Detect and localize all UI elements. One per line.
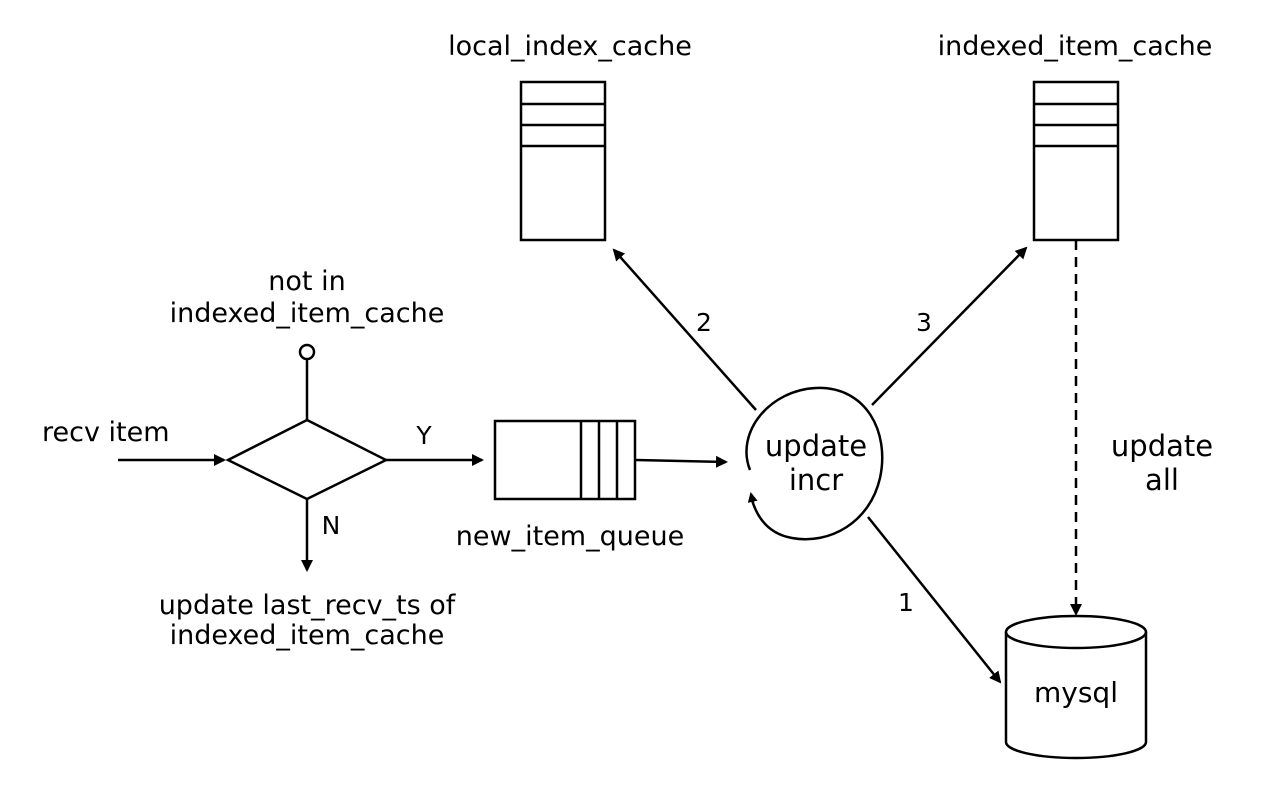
condition-label-line1: not in: [268, 266, 345, 297]
local-index-cache-label: local_index_cache: [448, 31, 692, 62]
step-2-arrow: [612, 248, 757, 411]
no-branch-label-line1: update last_recv_ts of: [159, 590, 457, 621]
new-item-queue-node: new_item_queue: [456, 419, 684, 552]
no-label: N: [322, 511, 341, 540]
condition-port-icon: [298, 343, 316, 361]
step-3-arrow: [871, 246, 1028, 406]
update-incr-label-line2: incr: [789, 463, 843, 497]
indexed-item-cache-label: indexed_item_cache: [938, 31, 1213, 62]
step-1-arrow: [867, 516, 1002, 684]
local-index-cache-node: local_index_cache: [448, 31, 692, 242]
decision-node: not in indexed_item_cache: [170, 266, 445, 501]
step-2-label: 2: [696, 308, 712, 337]
decision-diamond-icon: [225, 418, 389, 501]
new-item-queue-label: new_item_queue: [456, 521, 684, 552]
cache-stack-icon: [519, 80, 607, 242]
condition-label-line2: indexed_item_cache: [170, 298, 445, 329]
mysql-node: mysql: [1004, 614, 1148, 760]
loop-arrowhead: [747, 492, 758, 504]
database-cylinder-icon: [1004, 614, 1148, 760]
queue-icon: [493, 419, 637, 501]
indexed-item-cache-node: indexed_item_cache: [938, 31, 1213, 242]
update-incr-node: update incr: [745, 386, 884, 541]
cache-stack-icon: [1032, 80, 1120, 242]
update-all-label-line2: all: [1145, 463, 1179, 497]
update-all-label-line1: update: [1111, 429, 1213, 463]
yes-label: Y: [415, 421, 432, 450]
queue-to-update-arrow: [635, 455, 728, 468]
no-branch-label-line2: indexed_item_cache: [170, 620, 445, 651]
recv-item-label: recv item: [42, 417, 170, 448]
loop-circle-icon: [745, 386, 884, 541]
mysql-label: mysql: [1034, 676, 1118, 709]
update-incr-label-line1: update: [765, 429, 867, 463]
step-3-label: 3: [916, 308, 932, 337]
step-1-label: 1: [898, 588, 914, 617]
